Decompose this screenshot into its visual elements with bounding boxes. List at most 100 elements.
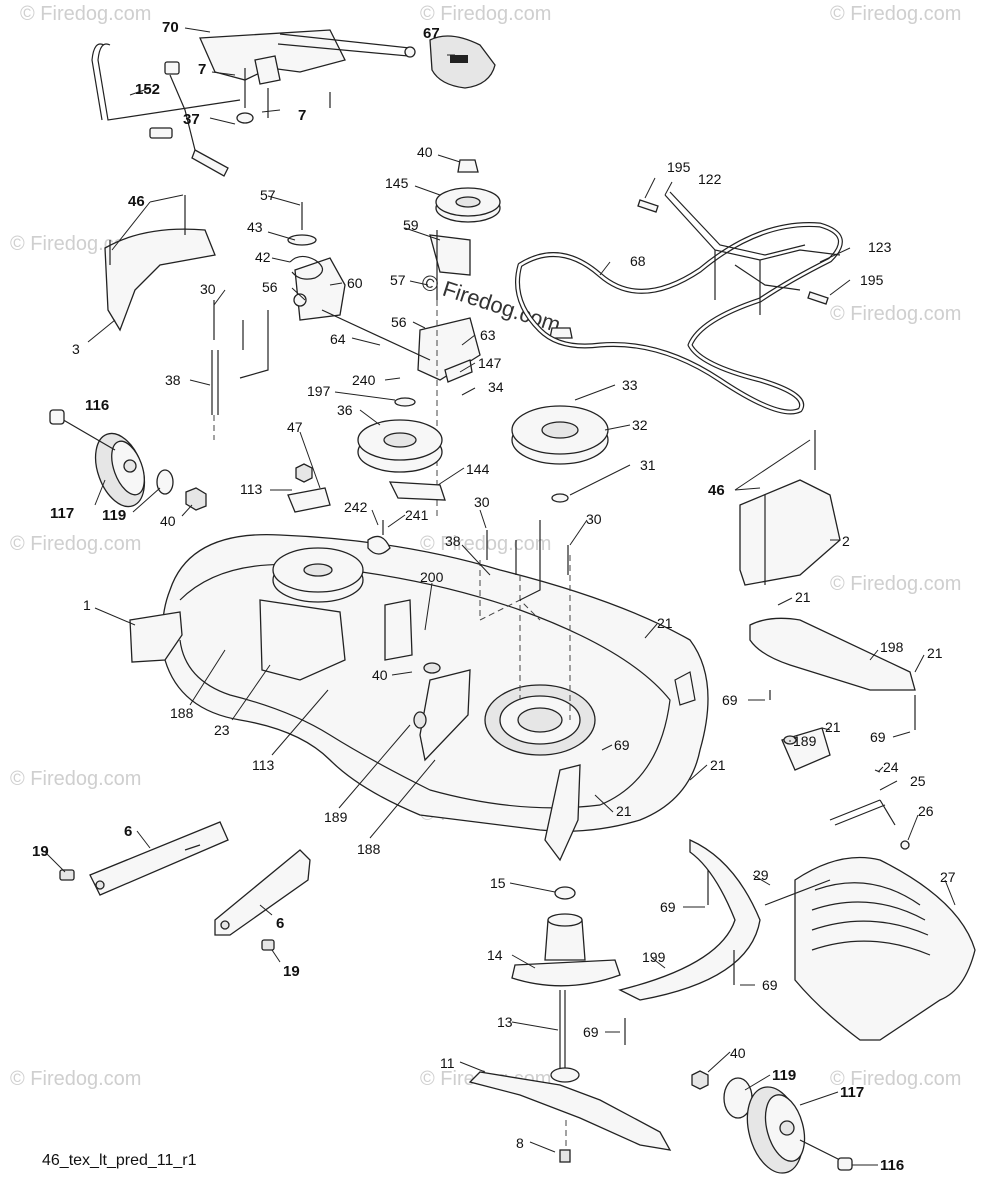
spindle-mandrel: [511, 886, 621, 1083]
callout-152: 152: [135, 81, 160, 98]
callout-26: 26: [918, 803, 934, 819]
callout-6: 6: [124, 823, 132, 840]
callout-123: 123: [868, 239, 892, 255]
callout-30: 30: [586, 511, 602, 527]
callout-188: 188: [357, 841, 381, 857]
callout-7: 7: [298, 107, 306, 124]
callout-117: 117: [840, 1084, 864, 1101]
watermark: © Firedog.com: [830, 1068, 961, 1090]
callout-19: 19: [32, 843, 49, 860]
deck-right-hardware: [749, 617, 916, 850]
callout-56: 56: [391, 314, 407, 330]
belt-guide-rods: [637, 191, 841, 315]
callout-29: 29: [753, 867, 769, 883]
callout-13: 13: [497, 1014, 513, 1030]
callout-57: 57: [390, 272, 406, 288]
callout-7: 7: [198, 61, 206, 78]
callout-31: 31: [640, 457, 656, 473]
callout-15: 15: [490, 875, 506, 891]
callout-8: 8: [516, 1135, 524, 1151]
callout-188: 188: [170, 705, 194, 721]
callout-198: 198: [880, 639, 904, 655]
callout-67: 67: [423, 25, 440, 42]
idler-pulley-145: [435, 159, 501, 223]
watermark: © Firedog.com: [20, 3, 151, 25]
callout-30: 30: [474, 494, 490, 510]
callout-23: 21: [825, 719, 841, 735]
callout-64: 64: [330, 331, 346, 347]
callout-70: 70: [162, 19, 179, 36]
callout-32: 32: [632, 417, 648, 433]
callout-40: 40: [372, 667, 388, 683]
watermark: © Firedog.com: [10, 533, 141, 555]
idler-pulley-36: [357, 397, 443, 473]
callout-38: 38: [445, 533, 461, 549]
callout-46: 46: [128, 193, 145, 210]
callout-189: 189: [324, 809, 348, 825]
callout-21: 21: [795, 589, 811, 605]
callout-195: 195: [667, 159, 691, 175]
callout-119: 119: [102, 507, 126, 524]
deck-side-bracket-lower: [214, 849, 311, 951]
callout-69: 69: [660, 899, 676, 915]
callout-46: 46: [708, 482, 725, 499]
callout-68: 68: [630, 253, 646, 269]
watermark: © Firedog.com: [830, 573, 961, 595]
callout-21: 21: [710, 757, 726, 773]
watermark: © Firedog.com: [10, 1068, 141, 1090]
callout-21: 21: [616, 803, 632, 819]
deck-rod-38-upper: [211, 300, 269, 440]
discharge-chute: [764, 856, 976, 1041]
watermark: © Firedog.com: [420, 533, 551, 555]
callout-69: 69: [722, 692, 738, 708]
callout-37: 37: [183, 111, 200, 128]
spindle-pulley-32: [511, 327, 609, 503]
callout-6: 6: [276, 915, 284, 932]
callout-40: 40: [160, 513, 176, 529]
lift-bracket-assembly: [91, 29, 416, 177]
callout-21: 21: [927, 645, 943, 661]
callout-200: 200: [420, 569, 444, 585]
callout-19: 19: [283, 963, 300, 980]
deflector-rod: [618, 838, 761, 1045]
callout-116: 116: [85, 397, 109, 414]
callout-195: 195: [860, 272, 884, 288]
callout-38: 38: [165, 372, 181, 388]
callout-113: 113: [240, 481, 263, 497]
callout-2: 2: [842, 533, 850, 549]
callout-47: 47: [287, 419, 303, 435]
callout-14: 14: [487, 947, 503, 963]
idler-arm-assembly: [287, 202, 481, 520]
callout-57: 57: [260, 187, 276, 203]
callout-59: 59: [403, 217, 419, 233]
gauge-wheel-right: [691, 1070, 853, 1174]
callout-69: 69: [583, 1024, 599, 1040]
callout-56: 56: [262, 279, 278, 295]
watermark: © Firedog.com: [830, 303, 961, 325]
cutting-blade: [468, 1071, 672, 1163]
callout-60: 60: [347, 275, 363, 291]
part-drawings: [49, 29, 976, 1174]
callout-119: 119: [772, 1067, 796, 1084]
callout-24: 24: [883, 759, 899, 775]
callout-63: 63: [480, 327, 496, 343]
mower-deck: [129, 533, 709, 862]
callout-117: 117: [50, 505, 74, 522]
callout-199: 199: [642, 949, 666, 965]
callout-11: 11: [440, 1055, 455, 1071]
callout-labels: 70 67 7 152 7 37 40 145 195 122 46 57 59…: [32, 19, 956, 1174]
deck-baffle-left: [104, 195, 216, 332]
deck-baffle-right: [739, 430, 841, 586]
deck-side-bracket-upper: [59, 821, 229, 896]
callout-27: 27: [940, 869, 956, 885]
callout-42: 42: [255, 249, 271, 265]
callout-147: 147: [478, 355, 502, 371]
callout-25: 25: [910, 773, 926, 789]
callout-189: 23: [214, 722, 230, 738]
callout-69: 69: [870, 729, 886, 745]
watermark: © Firedog.com: [830, 3, 961, 25]
callout-113: 113: [252, 757, 275, 773]
callout-240: 240: [352, 372, 376, 388]
lift-handle-grip: [429, 35, 496, 89]
